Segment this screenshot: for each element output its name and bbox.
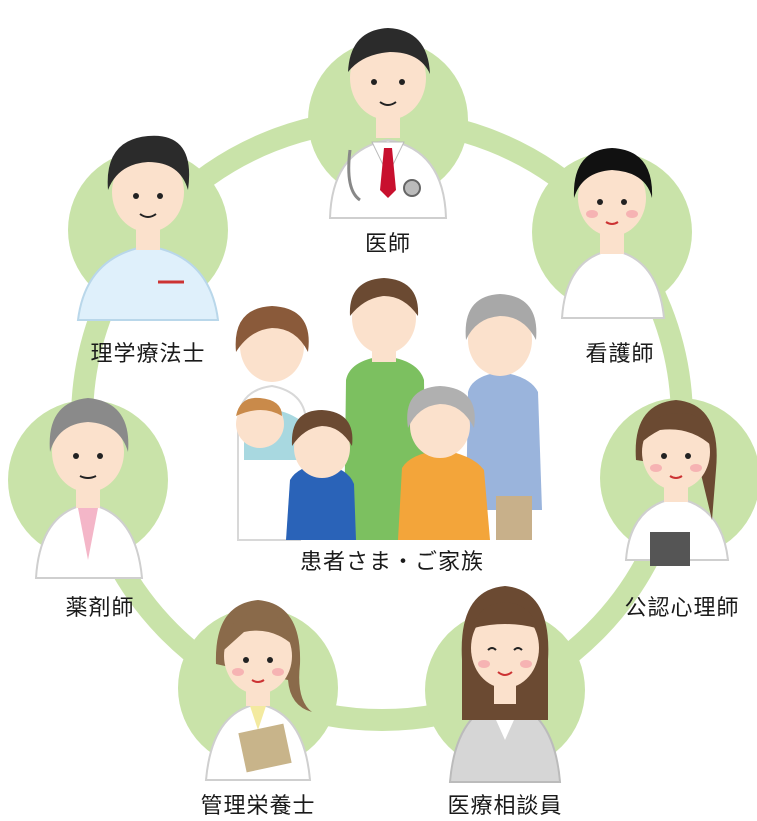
therapist-figure — [76, 135, 220, 321]
role-label-therapist: 理学療法士 — [90, 342, 206, 367]
nurse-figure — [560, 148, 666, 319]
role-label-nurse: 看護師 — [585, 342, 655, 367]
family-figure — [235, 278, 542, 541]
role-label-dietitian: 管理栄養士 — [200, 794, 316, 819]
role-label-doctor: 医師 — [364, 232, 412, 257]
dietitian-figure — [204, 600, 312, 781]
role-label-psychologist: 公認心理師 — [624, 596, 740, 621]
role-label-counselor: 医療相談員 — [447, 794, 563, 819]
role-label-pharmacist: 薬剤師 — [65, 596, 135, 621]
center-label-patients: 患者さま・ご家族 — [299, 550, 485, 575]
doctor-figure — [328, 28, 448, 219]
counselor-figure — [448, 586, 562, 783]
psychologist-figure — [624, 400, 730, 566]
pharmacist-figure — [34, 398, 144, 579]
